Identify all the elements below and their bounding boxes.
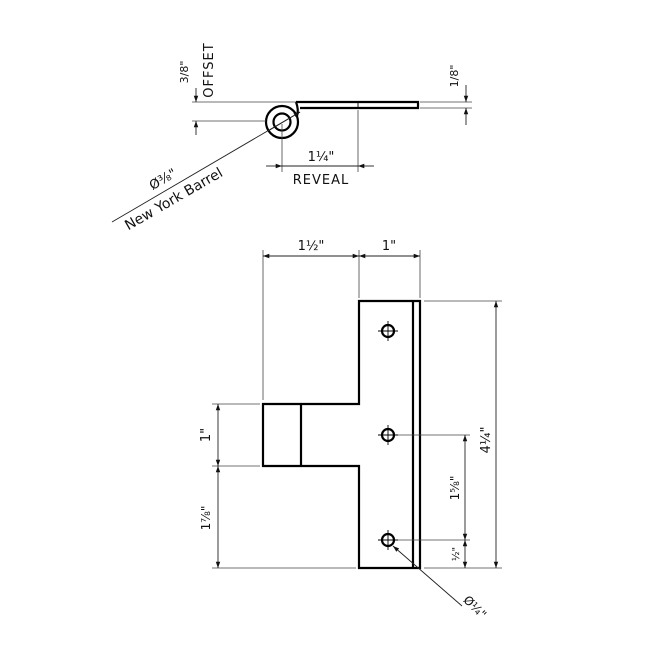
- width-left-value: 1½": [298, 239, 325, 254]
- hole-diameter-leader: Ø¼": [392, 545, 489, 622]
- knuckle-height-value: 1": [199, 428, 214, 442]
- hole-edge-value: ½": [450, 547, 462, 561]
- thickness-dimension: 1/8": [420, 65, 472, 125]
- top-view: 3/8" OFFSET 1/8" 1¼" REVEAL Ø⅜" New Yor: [111, 42, 472, 234]
- height-total-value: 4¼": [479, 427, 494, 454]
- hole-spacing-dimensions: 1⅝" ½": [398, 434, 470, 568]
- screw-hole-middle: [378, 425, 398, 445]
- screw-hole-top: [378, 321, 398, 341]
- offset-dimension: 3/8" OFFSET: [178, 42, 296, 135]
- width-dimensions: 1½" 1": [262, 239, 421, 400]
- hole-diameter-value: Ø¼": [460, 593, 489, 622]
- front-view: 1½" 1" 4¼" 1⅝" ½" 1" 1⅞": [199, 239, 502, 622]
- thickness-value: 1/8": [448, 65, 461, 88]
- left-height-dimensions: 1" 1⅞": [199, 403, 356, 569]
- height-dimension: 4¼": [424, 300, 502, 569]
- reveal-value: 1¼": [308, 150, 335, 165]
- top-view-leaf: [296, 100, 420, 110]
- offset-label: OFFSET: [202, 42, 217, 97]
- reveal-dimension: 1¼" REVEAL: [266, 110, 374, 188]
- lower-offset-value: 1⅞": [199, 506, 213, 531]
- screw-hole-bottom: [378, 530, 398, 550]
- offset-value: 3/8": [178, 61, 191, 84]
- width-right-value: 1": [382, 239, 396, 254]
- barrel-leader: Ø⅜" New York Barrel: [111, 111, 301, 234]
- hinge-leaf-outline: [261, 299, 422, 570]
- reveal-label: REVEAL: [293, 173, 350, 188]
- hole-spacing-value: 1⅝": [448, 476, 462, 501]
